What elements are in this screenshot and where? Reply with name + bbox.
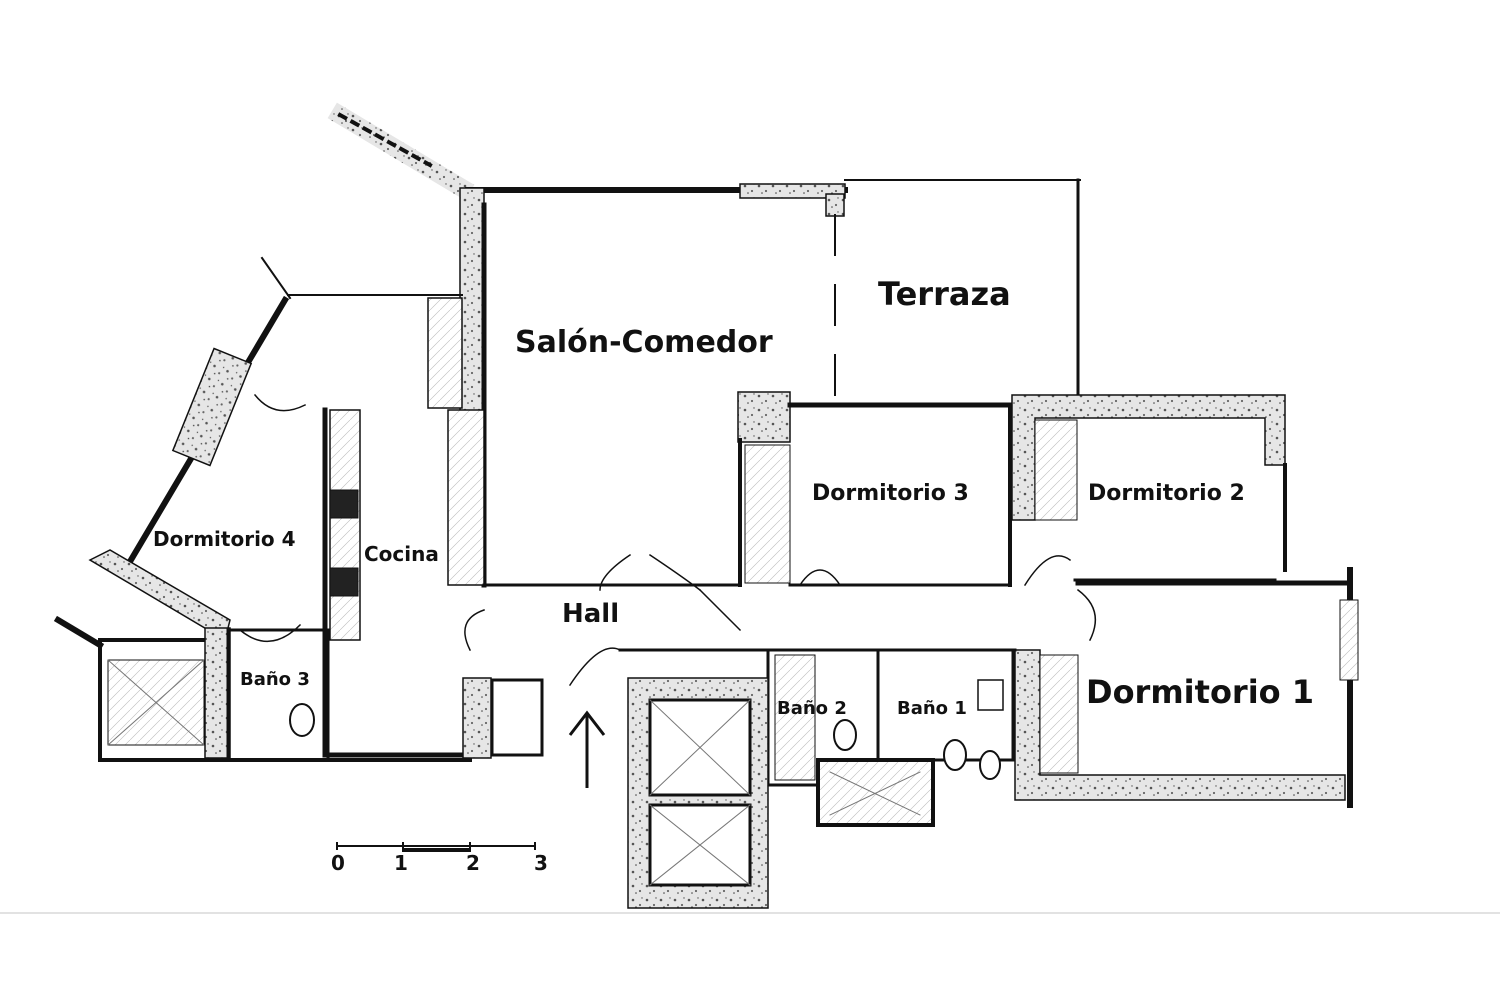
room-label-dormitorio-4: Dormitorio 4 xyxy=(153,527,296,551)
room-label-dormitorio-1: Dormitorio 1 xyxy=(1086,673,1314,711)
room-label-terraza: Terraza xyxy=(878,275,1011,313)
room-label-dormitorio-2: Dormitorio 2 xyxy=(1088,481,1245,506)
walls xyxy=(53,102,1359,909)
room-label-dormitorio-3: Dormitorio 3 xyxy=(812,481,969,506)
room-label-hall: Hall xyxy=(562,599,619,629)
scale-tick-2: 2 xyxy=(466,851,480,875)
room-label-bano-1: Baño 1 xyxy=(897,698,967,719)
room-label-cocina: Cocina xyxy=(364,542,439,566)
room-label-bano-2: Baño 2 xyxy=(777,698,847,719)
room-label-bano-3: Baño 3 xyxy=(240,669,310,690)
entrance-arrow-icon xyxy=(568,710,606,788)
scale-tick-1: 1 xyxy=(394,851,408,875)
room-label-salon: Salón-Comedor xyxy=(515,325,773,360)
scale-bar: 0 1 2 3 xyxy=(331,842,548,875)
scale-tick-0: 0 xyxy=(331,851,345,875)
scale-tick-3: 3 xyxy=(534,851,548,875)
